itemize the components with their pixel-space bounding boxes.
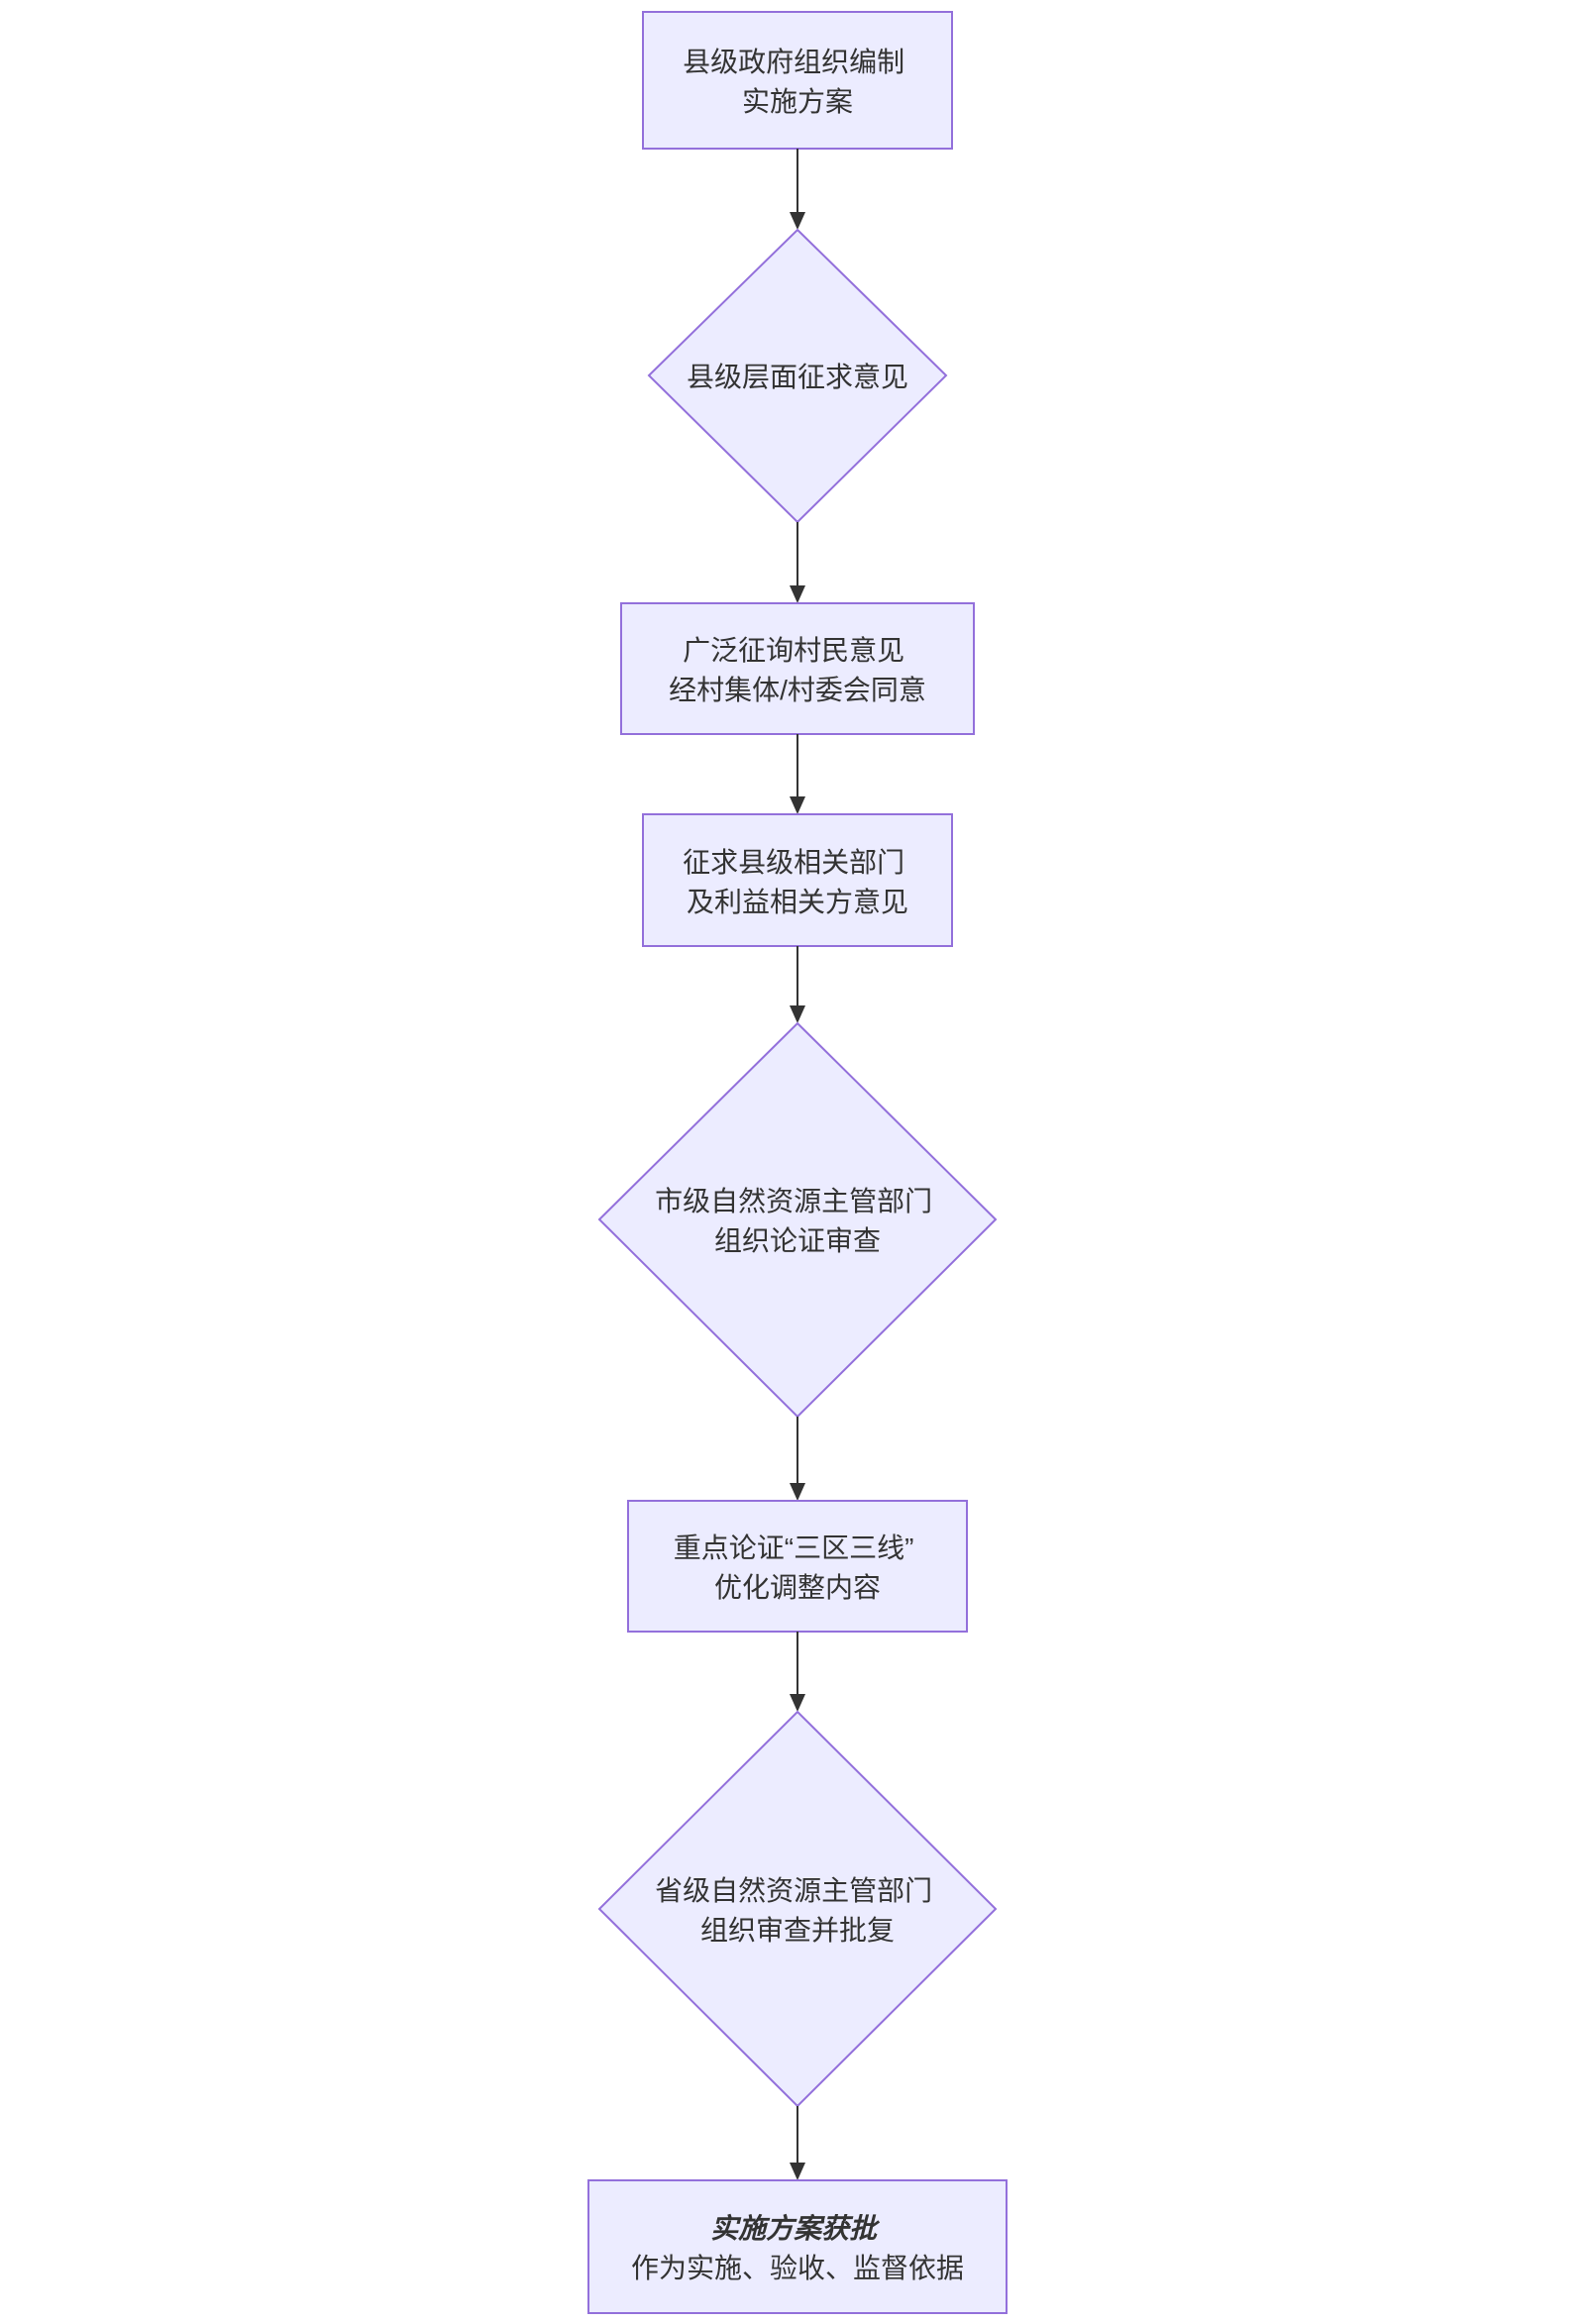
arrowhead-icon xyxy=(790,212,805,230)
node-villager-opinion-consent-shape xyxy=(620,602,975,735)
node-county-departments-opinions-label: 征求县级相关部门 及利益相关方意见 xyxy=(683,847,912,917)
node-province-resource-dept-approval-label: 省级自然资源主管部门 组织审查并批复 xyxy=(655,1875,940,1946)
node-plan-approved-shape xyxy=(587,2179,1008,2314)
node-label-line: 作为实施、验收、监督依据 xyxy=(631,2253,964,2283)
node-plan-approved: 实施方案获批 作为实施、验收、监督依据 xyxy=(587,2179,1008,2314)
arrowhead-icon xyxy=(790,1694,805,1712)
node-label-line: 市级自然资源主管部门 xyxy=(655,1186,932,1216)
node-province-resource-dept-approval: 省级自然资源主管部门 组织审查并批复 xyxy=(597,1710,998,2108)
node-label-line: 县级层面征求意见 xyxy=(687,362,908,392)
node-county-departments-opinions: 征求县级相关部门 及利益相关方意见 xyxy=(642,813,953,947)
node-three-zones-three-lines-review-shape xyxy=(627,1500,968,1633)
edge-a-b xyxy=(790,149,805,230)
node-province-resource-dept-approval-shape xyxy=(597,1710,998,2108)
node-villager-opinion-consent-label: 广泛征询村民意见 经村集体/村委会同意 xyxy=(669,635,926,705)
node-three-zones-three-lines-review-label: 重点论证“三区三线” 优化调整内容 xyxy=(674,1532,921,1603)
arrowhead-icon xyxy=(790,1005,805,1023)
node-label-line: 征求县级相关部门 xyxy=(683,847,904,878)
edge-c-d xyxy=(790,734,805,814)
node-villager-opinion-consent: 广泛征询村民意见 经村集体/村委会同意 xyxy=(620,602,975,735)
node-label-line: 广泛征询村民意见 xyxy=(683,635,904,666)
node-label-line: 实施方案 xyxy=(742,86,853,117)
node-county-level-consultation: 县级层面征求意见 xyxy=(647,228,948,524)
edge-b-c xyxy=(790,522,805,603)
node-label-line: 县级政府组织编制 xyxy=(683,47,904,77)
node-label-line: 优化调整内容 xyxy=(714,1572,881,1603)
arrowhead-icon xyxy=(790,2163,805,2180)
node-plan-approved-label: 实施方案获批 作为实施、验收、监督依据 xyxy=(631,2213,964,2283)
node-label-line: 组织论证审查 xyxy=(714,1225,881,1256)
node-label-line-emphasis: 实施方案获批 xyxy=(710,2213,881,2244)
node-city-resource-dept-review: 市级自然资源主管部门 组织论证审查 xyxy=(597,1021,998,1419)
arrowhead-icon xyxy=(790,796,805,814)
node-city-resource-dept-review-shape xyxy=(597,1021,998,1419)
node-county-level-consultation-label: 县级层面征求意见 xyxy=(687,362,908,392)
node-label-line: 及利益相关方意见 xyxy=(687,887,908,917)
node-county-gov-compile-plan: 县级政府组织编制 实施方案 xyxy=(642,11,953,150)
node-label-line: 重点论证“三区三线” xyxy=(674,1532,914,1563)
edge-f-g xyxy=(790,1632,805,1712)
edge-d-e xyxy=(790,946,805,1023)
arrowhead-icon xyxy=(790,585,805,603)
node-label-line: 经村集体/村委会同意 xyxy=(669,675,926,705)
node-label-line: 组织审查并批复 xyxy=(700,1915,895,1946)
node-county-gov-compile-plan-label: 县级政府组织编制 实施方案 xyxy=(683,47,912,117)
node-county-gov-compile-plan-shape xyxy=(642,11,953,150)
edge-e-f xyxy=(790,1417,805,1501)
edge-g-h xyxy=(790,2106,805,2180)
node-label-line: 省级自然资源主管部门 xyxy=(655,1875,932,1906)
node-city-resource-dept-review-label: 市级自然资源主管部门 组织论证审查 xyxy=(655,1186,940,1256)
node-county-departments-opinions-shape xyxy=(642,813,953,947)
arrowhead-icon xyxy=(790,1483,805,1501)
node-three-zones-three-lines-review: 重点论证“三区三线” 优化调整内容 xyxy=(627,1500,968,1633)
